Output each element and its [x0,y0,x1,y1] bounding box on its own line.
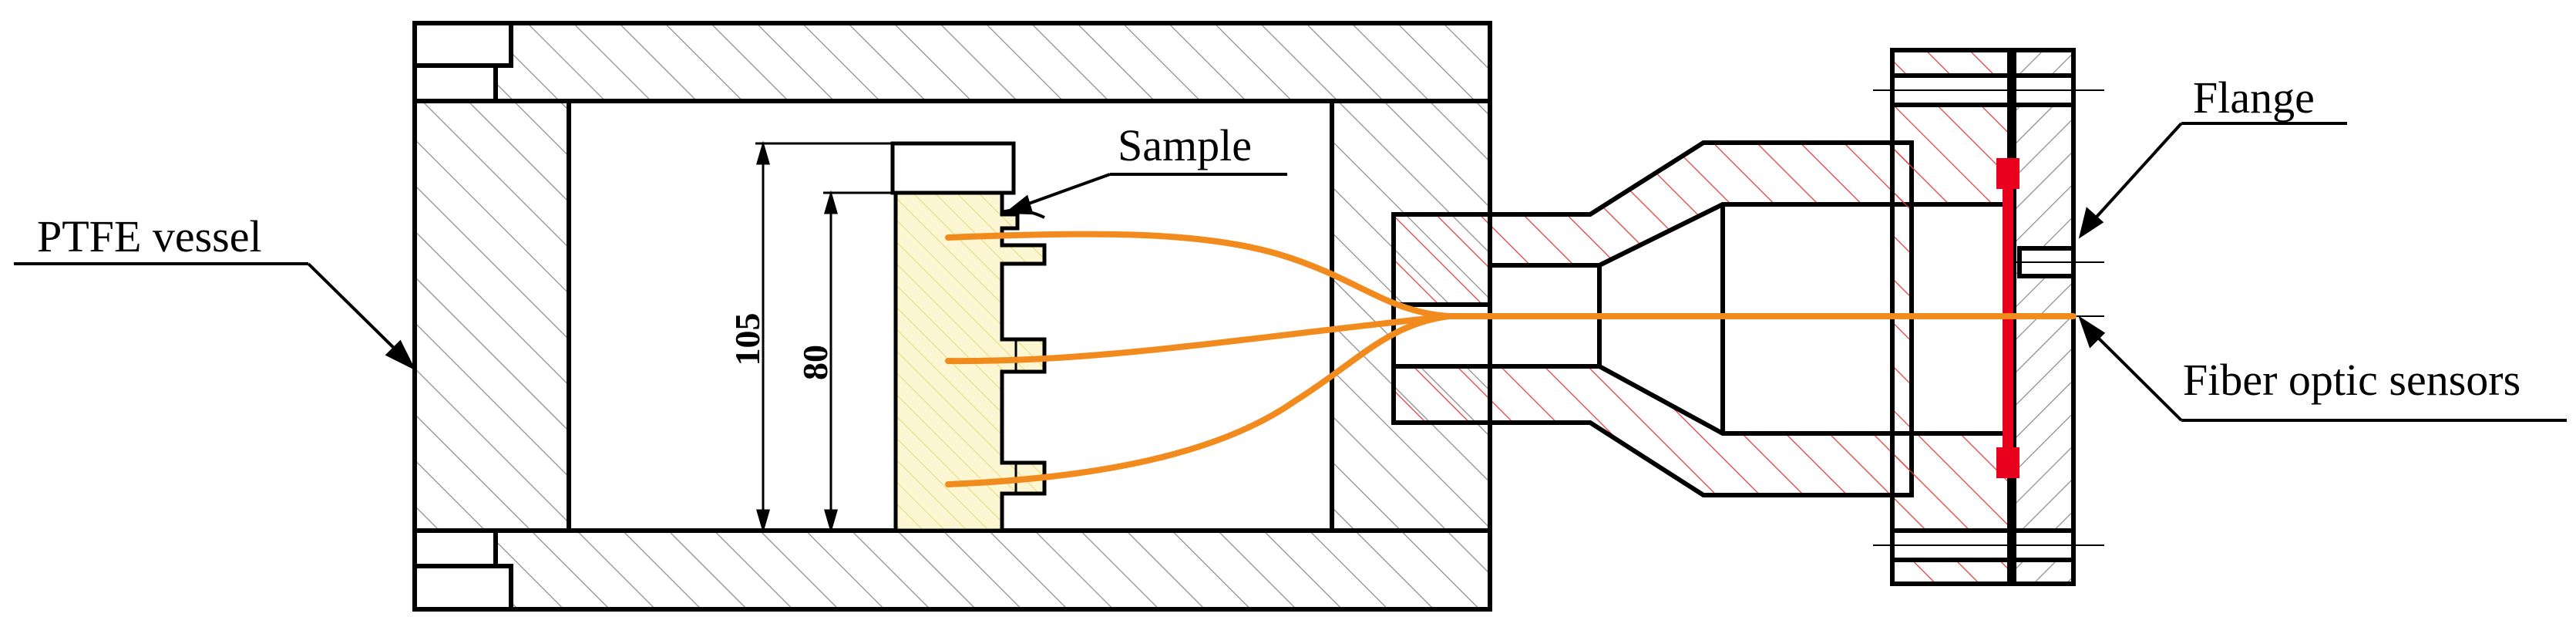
fiber-mid [945,313,1452,365]
vessel-bottom-wall [412,528,1492,612]
fiber-optic-cables [945,231,2077,487]
label-flange: Flange [2193,72,2315,123]
label-ptfe-vessel: PTFE vessel [37,211,262,261]
bolt-slot-bottom-2 [412,564,513,612]
dimension-lines [755,140,896,534]
dim-105-label: 105 [728,313,767,366]
ptfe-vessel [412,21,1492,612]
fiber-top [945,231,1452,319]
bolt-slot-bottom [412,528,498,568]
vessel-left-cap [412,99,571,533]
vessel-top-wall [412,21,1492,103]
bolt-slot-top [412,21,513,68]
dim-80-label: 80 [795,345,835,380]
leader-lines [14,122,2567,422]
label-fiber-optic-sensors: Fiber optic sensors [2183,355,2521,405]
bolt-slot-top-2 [412,63,498,103]
label-sample: Sample [1118,120,1252,170]
fiber-bottom [945,313,1452,487]
sample-cap [890,141,1016,195]
